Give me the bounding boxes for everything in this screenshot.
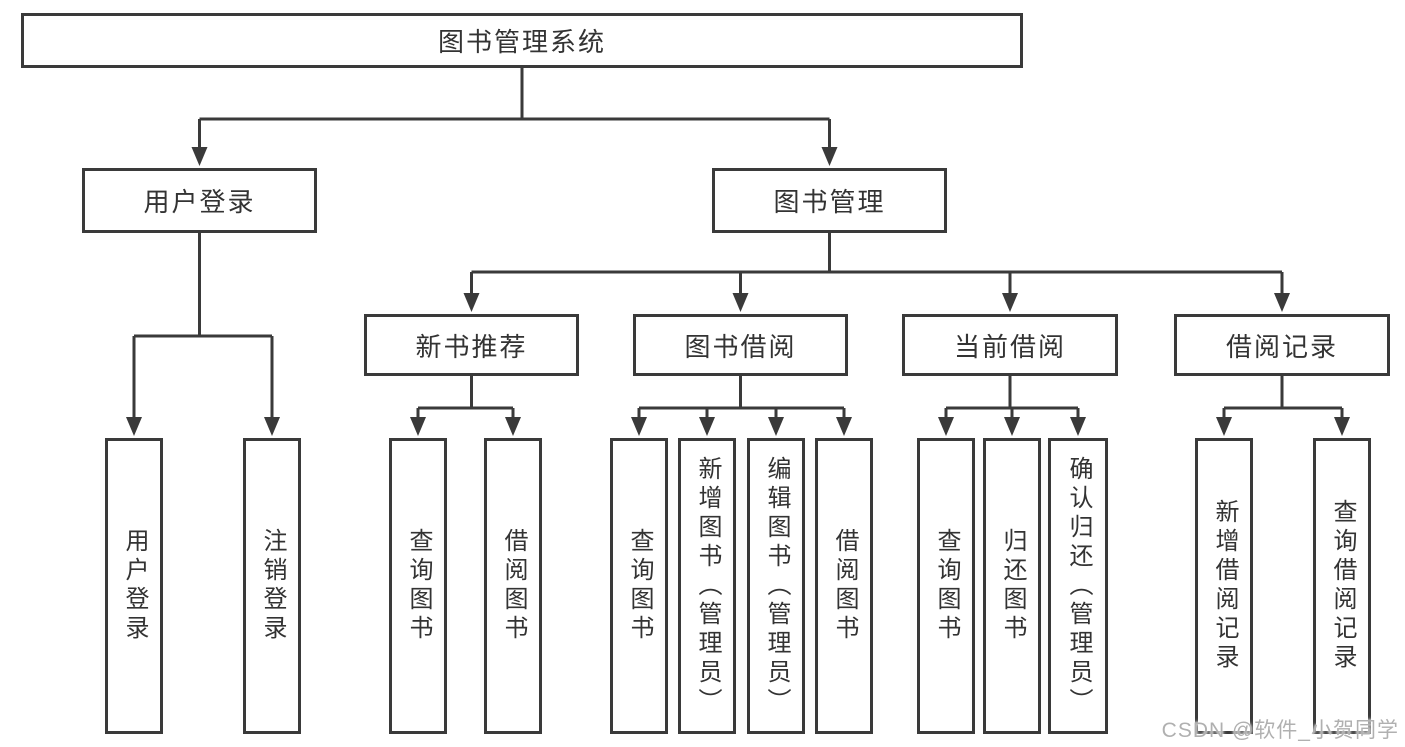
- arrow-icon: [1002, 293, 1018, 312]
- arrow-icon: [1070, 417, 1086, 436]
- arrow-icon: [1216, 417, 1232, 436]
- connector-bookborrow-to-leaves: [637, 376, 846, 418]
- connector-userlogin-to-leaves: [132, 233, 274, 418]
- connector-borrowrecord-to-leaves: [1222, 376, 1344, 418]
- leaf-user-login: 用户登录: [105, 438, 163, 734]
- leaf-borrow-books-borrow: 借阅图书: [815, 438, 873, 734]
- arrow-icon: [505, 417, 521, 436]
- arrow-icon: [410, 417, 426, 436]
- watermark: CSDN @软件_小贺同学: [1161, 719, 1399, 742]
- arrow-icon: [732, 293, 749, 312]
- arrow-icon: [1274, 293, 1290, 312]
- connector-newbook-to-leaves: [416, 376, 515, 418]
- arrow-icon: [126, 417, 142, 436]
- leaf-return-book: 归还图书: [983, 438, 1041, 734]
- arrow-icon: [264, 417, 280, 436]
- node-new-book-recommend: 新书推荐: [364, 314, 579, 376]
- node-user-login: 用户登录: [82, 168, 317, 233]
- leaf-add-borrow-record: 新增借阅记录: [1195, 438, 1253, 734]
- node-book-borrow: 图书借阅: [633, 314, 848, 376]
- node-book-management: 图书管理: [712, 168, 947, 233]
- arrow-icon: [1334, 417, 1350, 436]
- leaf-edit-book-admin: 编辑图书（管理员）: [747, 438, 805, 734]
- leaf-confirm-return-admin: 确认归还（管理员）: [1048, 438, 1108, 734]
- leaf-query-borrow-record: 查询借阅记录: [1313, 438, 1371, 734]
- arrow-icon: [191, 147, 208, 166]
- arrow-icon: [938, 417, 954, 436]
- arrow-icon: [699, 417, 715, 436]
- arrow-icon: [631, 417, 647, 436]
- node-current-borrow: 当前借阅: [902, 314, 1118, 376]
- arrow-icon: [821, 147, 838, 166]
- node-root: 图书管理系统: [21, 13, 1023, 68]
- arrow-icon: [463, 293, 480, 312]
- connector-bookmgmt-to-level3: [470, 233, 1284, 295]
- leaf-query-books-current: 查询图书: [917, 438, 975, 734]
- leaf-query-books-borrow: 查询图书: [610, 438, 668, 734]
- leaf-query-books-recommend: 查询图书: [389, 438, 447, 734]
- connector-currentborrow-to-leaves: [944, 376, 1080, 418]
- arrow-icon: [1004, 417, 1020, 436]
- arrow-icon: [836, 417, 852, 436]
- leaf-add-book-admin: 新增图书（管理员）: [678, 438, 736, 734]
- arrow-icon: [768, 417, 784, 436]
- node-borrow-records: 借阅记录: [1174, 314, 1390, 376]
- connector-root-to-level1: [198, 68, 831, 148]
- leaf-logout: 注销登录: [243, 438, 301, 734]
- leaf-borrow-books-recommend: 借阅图书: [484, 438, 542, 734]
